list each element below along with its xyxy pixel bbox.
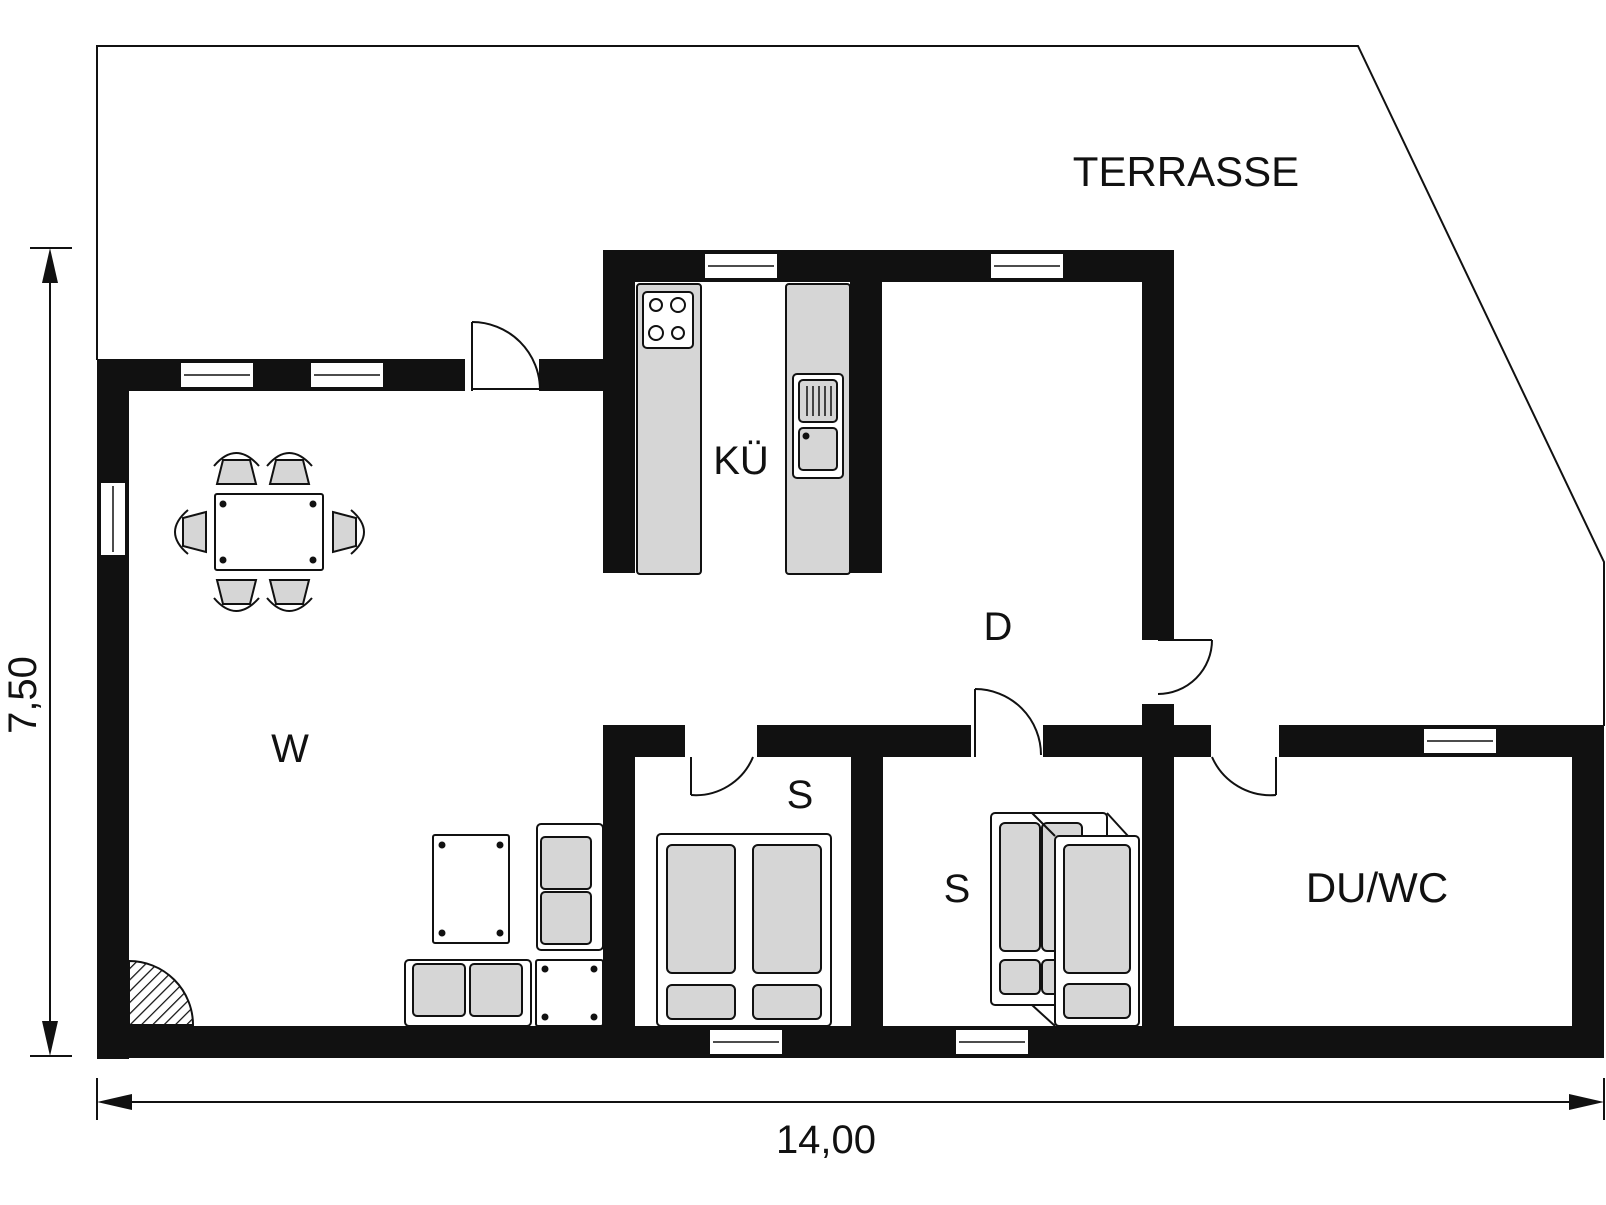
label-bedroom2: S (944, 867, 971, 911)
wall-kitchen-left (603, 250, 635, 573)
side-table (535, 959, 604, 1027)
wall-bath-right (1572, 725, 1604, 1058)
fireplace (128, 959, 195, 1026)
bedroom1-furniture (656, 833, 832, 1027)
wall-bedroom-divider (851, 725, 883, 1058)
dining-set (174, 452, 365, 612)
lounge-furniture (128, 823, 604, 1027)
counter-left (636, 283, 702, 575)
bedroom2-furniture (990, 812, 1140, 1027)
label-bedroom1: S (787, 773, 814, 817)
label-bathroom: DU/WC (1306, 864, 1448, 911)
label-kitchen: KÜ (713, 439, 769, 483)
wall-bottom (97, 1026, 1604, 1058)
door-bathroom (1211, 756, 1277, 797)
doors (471, 321, 1277, 797)
wall-living-left (97, 359, 129, 1059)
label-living: W (271, 727, 309, 771)
coffee-table (432, 834, 510, 944)
wall-kitchen-divider (850, 250, 882, 573)
dimension-width (96, 1078, 1605, 1120)
wall-top (603, 250, 1174, 282)
label-width: 14,00 (776, 1118, 876, 1162)
terrace-outline (96, 45, 1605, 726)
door-terrace (471, 321, 541, 391)
dimension-height (30, 247, 72, 1057)
door-hall-outside (1157, 639, 1213, 695)
dining-table (214, 493, 324, 571)
label-hall: D (984, 605, 1013, 649)
wall-bedroom1-left (603, 725, 635, 1058)
kitchen-furniture (636, 283, 851, 575)
stove (642, 291, 694, 349)
door-bedroom1 (690, 756, 754, 797)
door-bedroom2 (974, 688, 1042, 757)
label-terrasse: TERRASSE (1073, 148, 1299, 195)
label-height: 7,50 (1, 656, 45, 734)
